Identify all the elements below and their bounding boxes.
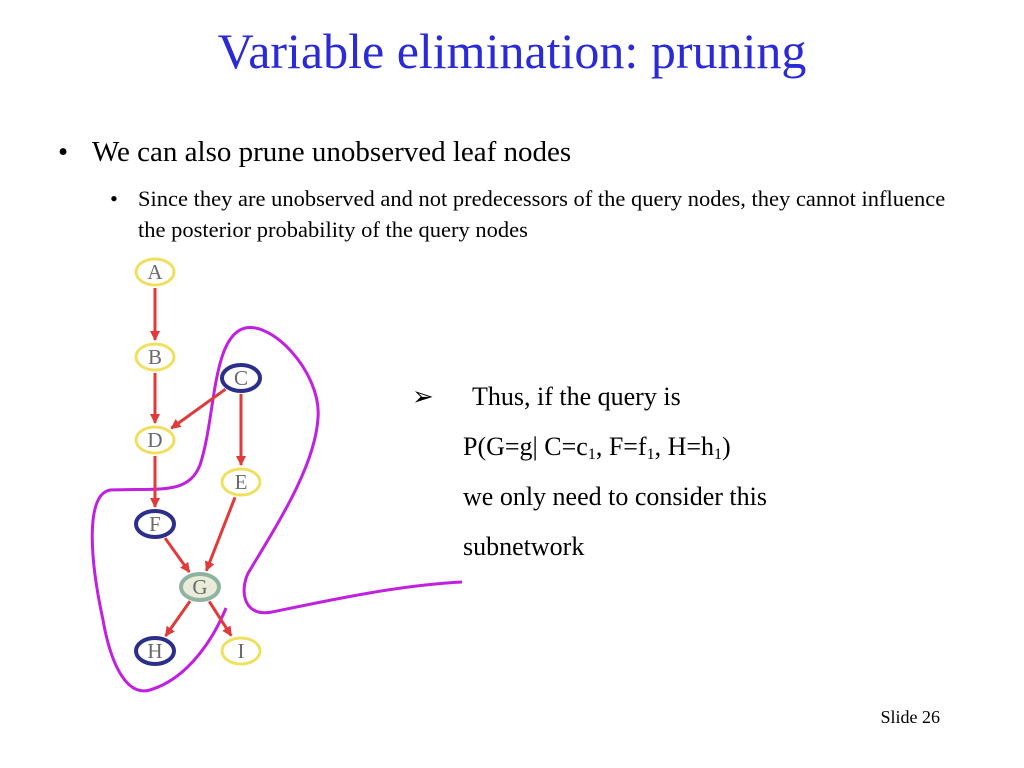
node-D: D <box>134 425 176 455</box>
bullet-marker: • <box>58 136 69 168</box>
query-h-sub: 1 <box>714 446 723 463</box>
node-F: F <box>134 509 176 539</box>
edge-C-D <box>170 387 227 430</box>
query-expression: P(G=g| C=c1, F=f1, H=h1) <box>463 432 731 463</box>
query-f: , F=f <box>595 432 647 461</box>
subnetwork-outline <box>90 326 463 693</box>
note-line-3: we only need to consider this <box>463 482 767 511</box>
query-close: ) <box>722 432 731 461</box>
bullet-main-text: We can also prune unobserved leaf nodes <box>92 136 572 168</box>
edge-G-I <box>207 600 233 637</box>
query-p: P(G=g| C=c <box>463 432 588 461</box>
node-label-D: D <box>147 428 162 452</box>
edge-F-G <box>163 537 191 573</box>
node-label-H: H <box>147 639 162 663</box>
slide-title: Variable elimination: pruning <box>217 23 807 79</box>
note-line-1: Thus, if the query is <box>472 382 681 411</box>
bullet-sub-text: Since they are unobserved and not predec… <box>138 186 946 242</box>
node-label-I: I <box>238 639 245 663</box>
node-B: B <box>134 342 176 372</box>
node-label-A: A <box>147 260 163 284</box>
arrow-bullet-icon: ➢ <box>412 382 434 411</box>
query-h: , H=h <box>654 432 715 461</box>
nodes-layer: A B C D E F G H I <box>134 257 262 666</box>
edge-G-H <box>164 600 192 637</box>
edges-layer <box>150 288 246 637</box>
node-label-C: C <box>234 366 248 390</box>
query-f-sub: 1 <box>646 446 655 463</box>
edge-E-G <box>204 496 237 572</box>
bullet-sub-marker: • <box>110 186 118 211</box>
node-A: A <box>134 257 176 287</box>
node-I: I <box>220 636 262 666</box>
node-E: E <box>220 467 262 497</box>
node-label-G: G <box>192 575 207 599</box>
slide-number: Slide 26 <box>880 707 940 727</box>
node-C: C <box>220 363 262 393</box>
note-line-4: subnetwork <box>463 532 585 561</box>
node-H: H <box>134 636 176 666</box>
node-label-F: F <box>149 512 161 536</box>
node-label-B: B <box>148 345 162 369</box>
query-c-sub: 1 <box>587 446 596 463</box>
node-G: G <box>179 572 221 602</box>
node-label-E: E <box>235 470 248 494</box>
